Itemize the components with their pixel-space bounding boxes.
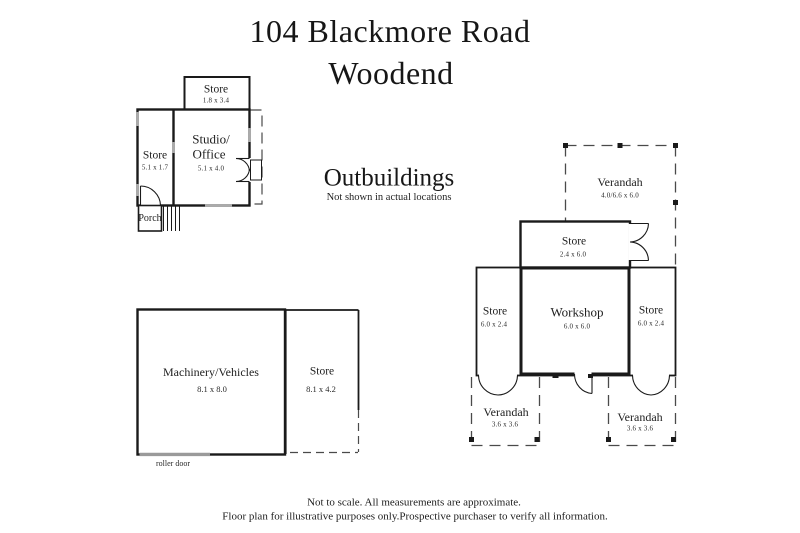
room-label-right-verandah: Verandah xyxy=(617,410,663,424)
section-heading: Outbuildings xyxy=(323,164,455,192)
porch-steps xyxy=(163,206,180,231)
room-dims-machinery: 8.1 x 8.0 xyxy=(197,383,227,394)
room-dims-side-store: 5.1 x 1.7 xyxy=(141,163,169,172)
room-label-porch: Porch xyxy=(138,213,162,224)
door-arc xyxy=(631,375,652,396)
door-arc xyxy=(140,185,162,206)
room-dims-studio: 5.1 x 4.0 xyxy=(197,164,225,173)
workshop-building xyxy=(469,143,678,447)
door-arc xyxy=(235,168,251,183)
left-verandah-outline xyxy=(470,377,541,447)
verandah-post xyxy=(469,437,474,442)
verandah-post xyxy=(606,437,611,442)
verandah-post xyxy=(534,437,540,442)
roller-door-label: roller door xyxy=(156,459,190,468)
disclaimer-line1: Not to scale. All measurements are appro… xyxy=(307,496,521,509)
studio-office-building xyxy=(136,76,263,232)
machinery-building xyxy=(136,308,360,457)
room-dims-top-verandah: 4.0/6.6 x 6.0 xyxy=(601,191,639,200)
room-dims-workshop: 6.0 x 6.0 xyxy=(563,322,591,331)
room-label-left-store: Store xyxy=(482,305,508,318)
door-arc xyxy=(477,375,499,396)
room-label-side-store: Store xyxy=(142,149,168,162)
store-top-walls xyxy=(519,220,632,269)
page-title-line2: Woodend xyxy=(328,55,454,91)
room-label-top-verandah: Verandah xyxy=(597,175,643,189)
studio-main-walls xyxy=(136,108,251,207)
door-arc xyxy=(497,375,519,396)
door-arc xyxy=(629,241,650,261)
room-dims-store-top: 1.8 x 3.4 xyxy=(202,96,230,105)
right-verandah-outline xyxy=(607,377,677,447)
section-note: Not shown in actual locations xyxy=(326,191,452,203)
room-label-store-top: Store xyxy=(203,83,229,96)
verandah-posts xyxy=(469,143,678,442)
room-label-left-verandah: Verandah xyxy=(483,405,529,419)
verandah-post xyxy=(563,143,568,148)
machinery-walls xyxy=(136,308,287,456)
door-step xyxy=(250,159,262,181)
room-dims-right-verandah: 3.6 x 3.6 xyxy=(626,424,654,433)
eaves-dashed-outline xyxy=(250,109,263,205)
room-label-machinery-store: Store xyxy=(309,365,335,378)
room-label-studio-line2: Office xyxy=(192,146,226,162)
room-label-right-store: Store xyxy=(638,304,664,317)
room-dims-left-verandah: 3.6 x 3.6 xyxy=(491,420,519,429)
windows xyxy=(136,112,251,207)
verandah-post xyxy=(673,143,678,148)
page-title-line1: 104 Blackmore Road xyxy=(249,13,531,49)
verandah-dashed-outlines xyxy=(470,144,677,447)
room-dims-machinery-store: 8.1 x 4.2 xyxy=(306,383,336,394)
room-label-studio-line1: Studio/ xyxy=(192,131,230,147)
door-arc xyxy=(629,223,650,243)
disclaimer-line2: Floor plan for illustrative purposes onl… xyxy=(222,510,608,523)
verandah-post xyxy=(617,143,623,148)
porch-walls xyxy=(137,204,163,232)
room-dims-left-store: 6.0 x 2.4 xyxy=(480,320,508,329)
door-arc xyxy=(573,373,593,395)
store-open-side-dashed xyxy=(290,410,360,454)
room-label-workshop: Workshop xyxy=(550,304,604,320)
door-jambs xyxy=(552,374,593,378)
room-dims-top-store: 2.4 x 6.0 xyxy=(559,250,587,259)
room-label-machinery: Machinery/Vehicles xyxy=(163,365,259,379)
room-label-top-store: Store xyxy=(561,235,587,248)
room-dims-right-store: 6.0 x 2.4 xyxy=(637,319,665,328)
verandah-post xyxy=(671,437,676,442)
stores-row-walls xyxy=(475,266,677,377)
door-arc xyxy=(650,375,671,396)
verandah-post xyxy=(673,200,678,205)
